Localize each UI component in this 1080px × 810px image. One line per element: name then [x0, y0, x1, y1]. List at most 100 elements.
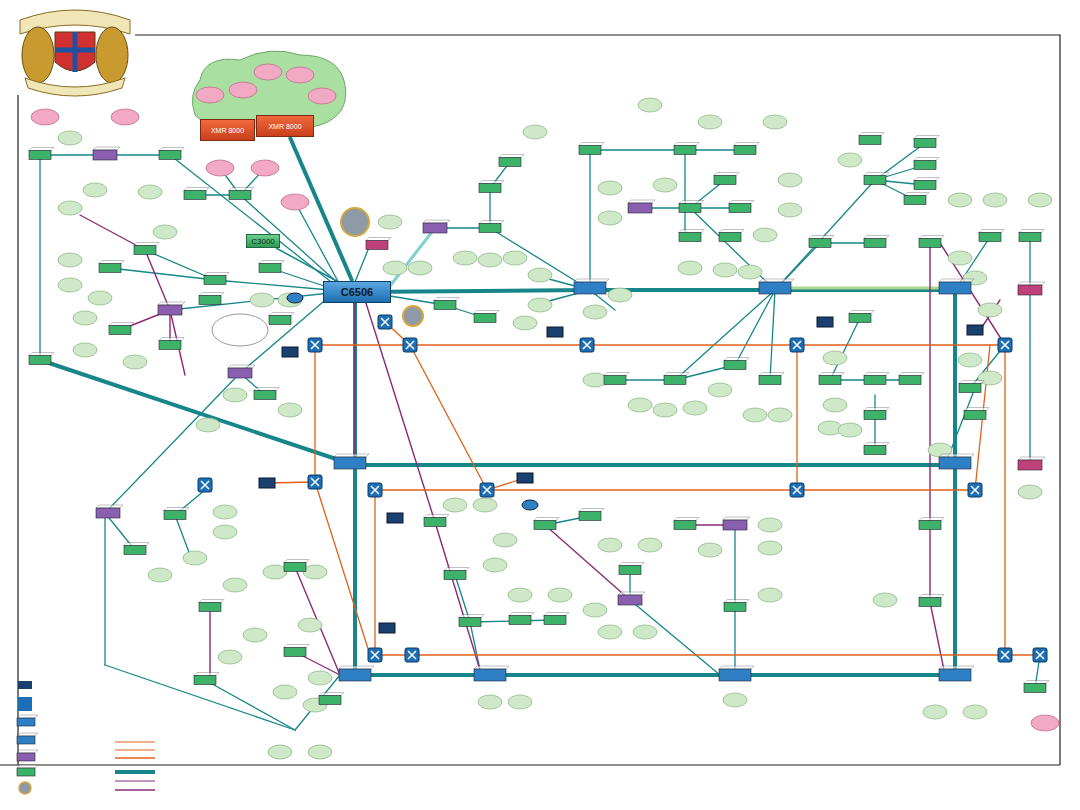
cloud [213, 505, 237, 519]
switch-device [339, 669, 371, 681]
switch-device [29, 151, 51, 160]
device-top [914, 178, 939, 181]
switch-device [619, 566, 641, 575]
switch-device [864, 411, 886, 420]
device-top [159, 338, 184, 341]
device-top [864, 173, 889, 176]
switch-device [459, 618, 481, 627]
cloud [503, 251, 527, 265]
crossconnect-mark [971, 486, 979, 494]
cloud [523, 125, 547, 139]
cloud [583, 603, 607, 617]
cloud [778, 173, 802, 187]
device-top [509, 613, 534, 616]
link-line [796, 345, 797, 490]
legend-line [115, 750, 155, 751]
link-line [40, 360, 345, 462]
cloud [1028, 193, 1052, 207]
cloud [598, 625, 622, 639]
cloud [583, 305, 607, 319]
device-top [1019, 230, 1044, 233]
cloud [758, 541, 782, 555]
link-line [175, 515, 190, 555]
link-line [684, 150, 685, 237]
cloud [653, 403, 677, 417]
link-line [374, 490, 375, 655]
link-line [295, 202, 340, 285]
link-line [314, 345, 315, 482]
link-line [355, 673, 955, 677]
device-top [574, 279, 609, 282]
network-link [290, 137, 352, 281]
crossconnect-icon [580, 338, 594, 352]
link-line [930, 602, 945, 675]
link-line [215, 280, 330, 290]
device-top [714, 173, 739, 176]
crossconnect-icon [368, 483, 382, 497]
crossconnect-mark [793, 341, 801, 349]
link-line [589, 150, 590, 290]
cloud [873, 593, 897, 607]
cloud [218, 650, 242, 664]
switch-device [184, 191, 206, 200]
switch-device [919, 239, 941, 248]
link-line [590, 149, 685, 150]
cloud [408, 261, 432, 275]
crossconnect-mark [371, 486, 379, 494]
cloud [278, 293, 302, 307]
cloud [723, 693, 747, 707]
cloud [638, 98, 662, 112]
crossconnect-icon [405, 648, 419, 662]
cloud [473, 498, 497, 512]
device-top [194, 673, 219, 676]
device-top [459, 615, 484, 618]
crest-logo [20, 10, 130, 96]
cloud [838, 423, 862, 437]
device-top [334, 454, 369, 457]
switch-device [724, 361, 746, 370]
device-top [199, 293, 224, 296]
device-label: XMR 8000 [211, 127, 244, 134]
cloud [753, 228, 777, 242]
link-line [353, 300, 357, 675]
cloud [743, 408, 767, 422]
switch-device [319, 696, 341, 705]
cloud [513, 316, 537, 330]
switch-device [919, 521, 941, 530]
cloud [708, 383, 732, 397]
switch-device [849, 314, 871, 323]
link-line [775, 288, 955, 292]
switch-device [93, 150, 117, 160]
legend-icon [19, 782, 31, 794]
crossconnect-icon [308, 338, 322, 352]
switch-device [674, 146, 696, 155]
cloud [478, 253, 502, 267]
switch-device [17, 753, 35, 761]
server-icon [547, 327, 563, 337]
device-top [423, 220, 450, 223]
cloud [183, 551, 207, 565]
device-top [184, 188, 209, 191]
cloud [483, 558, 507, 572]
device-top [939, 279, 974, 282]
link-line [770, 290, 775, 380]
link-line [410, 345, 487, 490]
cloud [196, 418, 220, 432]
switch-device [904, 196, 926, 205]
legend-icon [18, 697, 32, 711]
cloud [1018, 485, 1042, 499]
cloud [286, 67, 314, 83]
link-line [354, 300, 355, 462]
cloud [123, 355, 147, 369]
cloud [58, 131, 82, 145]
crossconnect-icon [790, 338, 804, 352]
switch-device [864, 176, 886, 185]
cloud [978, 303, 1002, 317]
cloud [598, 538, 622, 552]
cloud [948, 193, 972, 207]
switch-device [809, 239, 831, 248]
switch-device [423, 223, 447, 233]
cloud [58, 278, 82, 292]
switch-device [1024, 684, 1046, 693]
crossconnect-icon [378, 315, 392, 329]
